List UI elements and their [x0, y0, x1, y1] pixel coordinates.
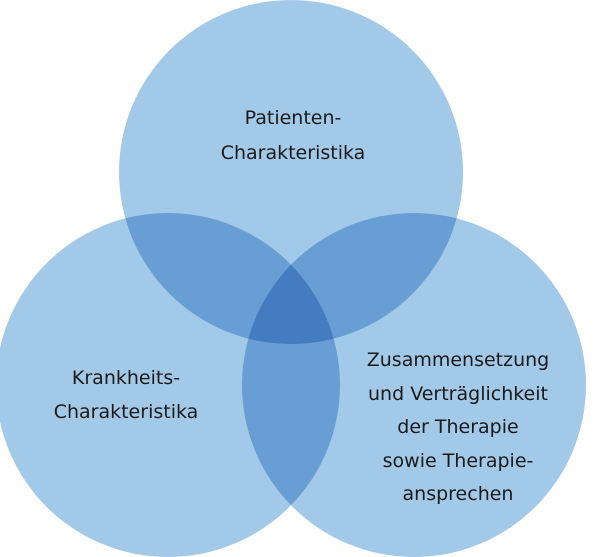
label-disease-characteristics: Krankheits- Charakteristika	[54, 367, 199, 423]
circle-layer	[0, 0, 586, 557]
label-disease-line-1: Krankheits-	[72, 367, 180, 389]
label-patient-line-2: Charakteristika	[221, 142, 366, 164]
label-therapy-line-5: ansprechen	[403, 483, 514, 505]
circle-disease-characteristics	[0, 213, 340, 557]
circle-therapy-characteristics	[242, 213, 586, 557]
label-therapy-line-4: sowie Therapie-	[383, 450, 534, 472]
label-disease-line-2: Charakteristika	[54, 401, 199, 423]
label-therapy-line-1: Zusammensetzung	[367, 349, 550, 371]
label-patient-line-1: Patienten-	[245, 107, 342, 129]
label-therapy-line-2: und Verträglichkeit	[368, 383, 548, 405]
label-therapy-line-3: der Therapie	[397, 416, 518, 438]
label-therapy-characteristics: Zusammensetzung und Verträglichkeit der …	[367, 349, 550, 505]
label-patient-characteristics: Patienten- Charakteristika	[221, 107, 366, 164]
